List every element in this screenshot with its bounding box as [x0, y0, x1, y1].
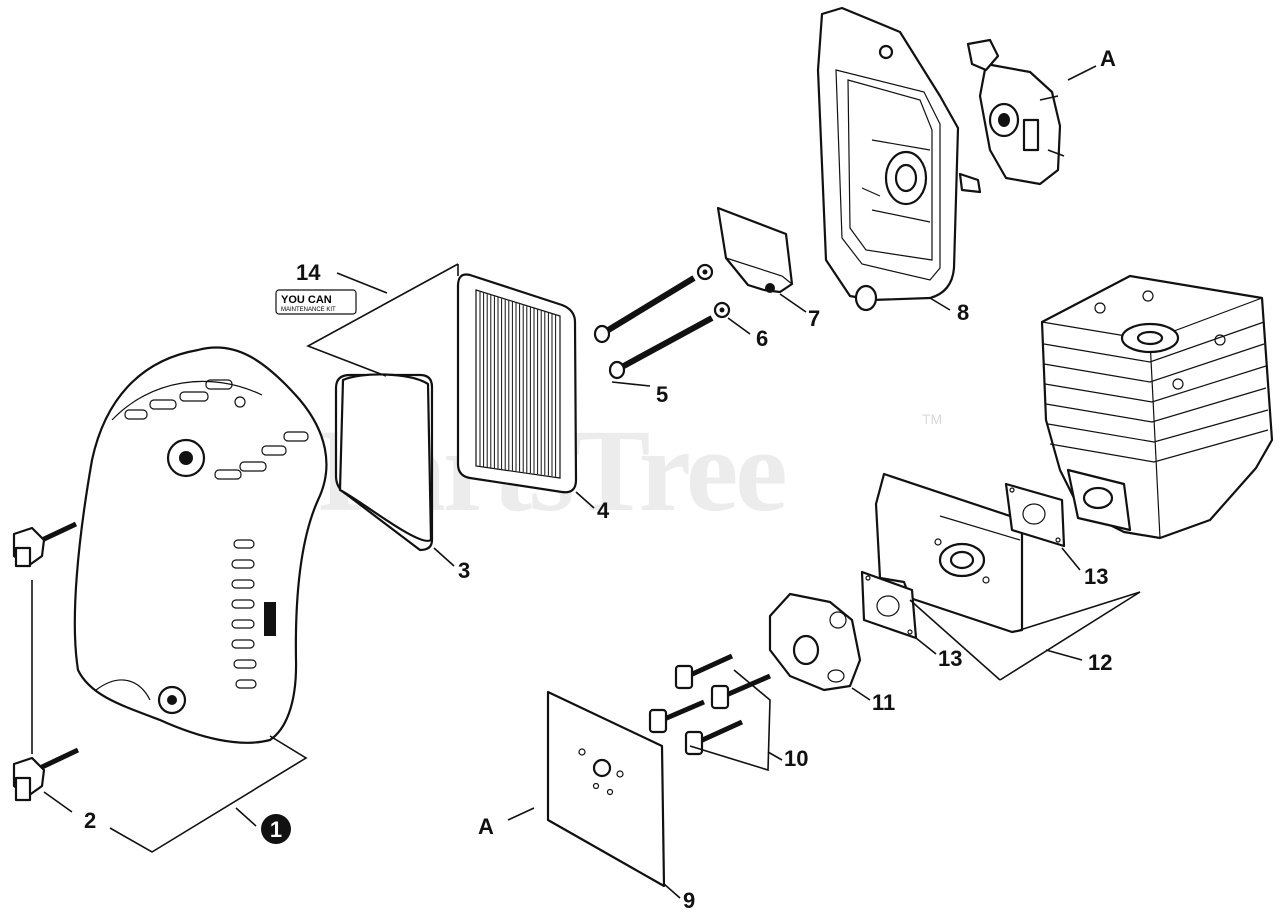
- engine-cylinder[interactable]: [1040, 274, 1274, 540]
- part-14-maintenance-kit-badge: YOU CAN MAINTENANCE KIT: [275, 289, 357, 315]
- callout-12: 12: [1088, 650, 1112, 675]
- part-3-pre-filter[interactable]: [334, 373, 434, 552]
- callout-13-upper: 13: [1084, 564, 1108, 589]
- callout-13-lower: 13: [938, 646, 962, 671]
- watermark-tm: TM: [922, 411, 942, 427]
- part-10-bolts[interactable]: [648, 653, 771, 756]
- callout-9: 9: [683, 888, 695, 913]
- part-1-air-cleaner-cover[interactable]: [73, 346, 328, 744]
- callout-1-marker: 1: [261, 814, 291, 844]
- part-7-bracket[interactable]: [716, 206, 794, 294]
- callout-6: 6: [756, 326, 768, 351]
- callout-a-top: A: [1100, 46, 1116, 71]
- callout-8: 8: [957, 300, 969, 325]
- callout-4: 4: [597, 498, 610, 523]
- callout-5: 5: [656, 382, 668, 407]
- callout-7: 7: [808, 306, 820, 331]
- callout-a-bottom: A: [478, 814, 494, 839]
- kit-badge-title: YOU CAN: [281, 294, 332, 306]
- callout-10: 10: [784, 746, 808, 771]
- part-6-washers[interactable]: [696, 263, 731, 319]
- part-11-insulator[interactable]: [768, 592, 862, 692]
- part-8-air-cleaner-case[interactable]: [816, 6, 982, 312]
- part-4-air-filter[interactable]: [456, 273, 578, 494]
- callout-labels: 14 3 4 5 6 7 8 A 13 13 12 11 10 9 A 2 1: [84, 46, 1116, 913]
- part-9-gasket[interactable]: [546, 690, 666, 888]
- callout-14: 14: [296, 260, 321, 285]
- kit-badge-subtitle: MAINTENANCE KIT: [281, 307, 336, 313]
- carburetor-assembly[interactable]: [966, 38, 1065, 186]
- callout-1: 1: [270, 817, 282, 842]
- part-2-knob-screws[interactable]: [12, 521, 80, 802]
- callout-11: 11: [872, 690, 895, 715]
- part-13-gasket-upper[interactable]: [1004, 482, 1066, 548]
- callout-3: 3: [458, 558, 470, 583]
- callout-2: 2: [84, 808, 96, 833]
- leader-lines: [43, 65, 1141, 899]
- part-5-bolts[interactable]: [593, 275, 714, 380]
